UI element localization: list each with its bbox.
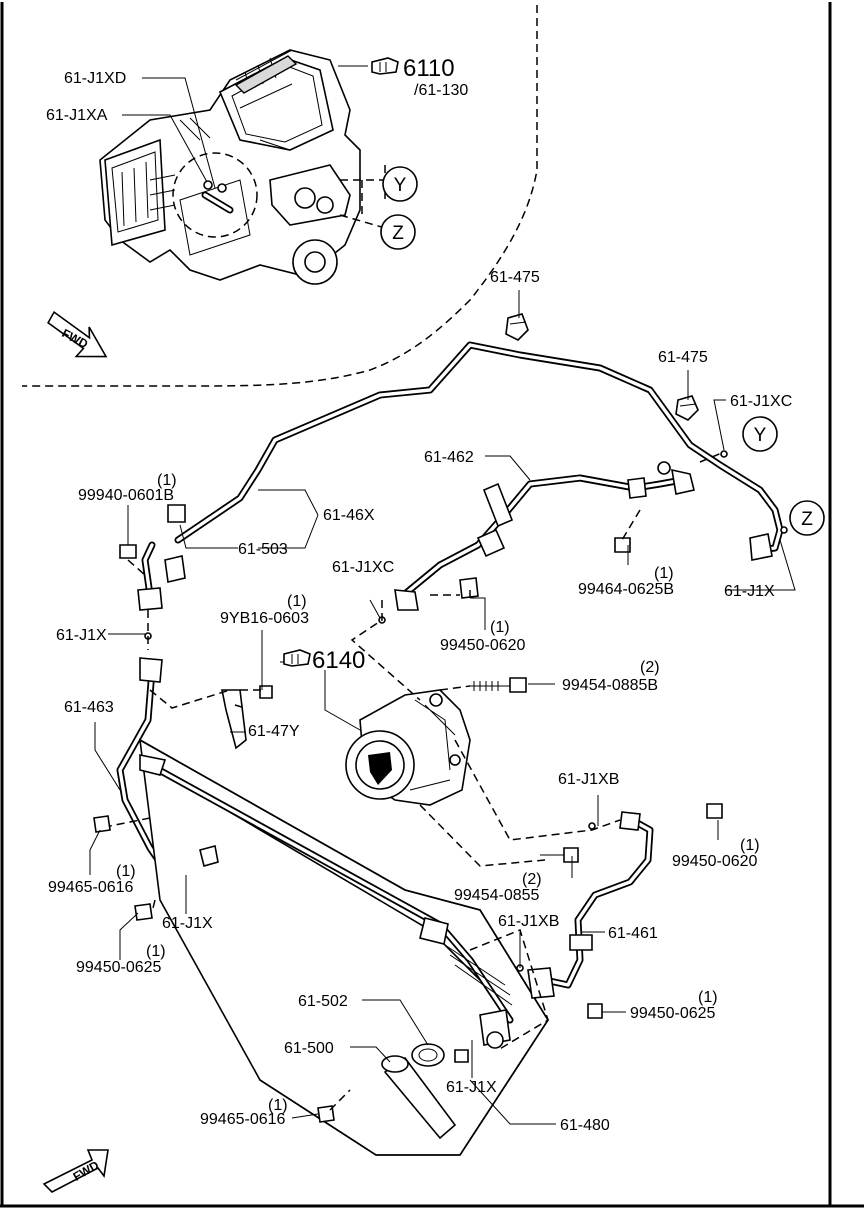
label-99450-d-count: (1) xyxy=(698,989,718,1006)
label-99454-885-count: (2) xyxy=(640,659,660,676)
label-61-475-a: 61-475 xyxy=(490,269,540,286)
clip-61-475-b xyxy=(675,395,699,421)
label-99464-count: (1) xyxy=(654,565,674,582)
dashed-connectors xyxy=(109,165,725,1111)
fwd-arrow-icon: FWD xyxy=(47,310,108,358)
label-61-480: 61-480 xyxy=(560,1117,610,1134)
label-61-502: 61-502 xyxy=(298,993,348,1010)
label-6110: 6110 xyxy=(403,55,455,82)
pipe-61-462 xyxy=(394,461,695,611)
label-61-475-b: 61-475 xyxy=(658,349,708,366)
heater-unit xyxy=(99,49,361,285)
bolts-and-fittings xyxy=(93,450,788,1123)
svg-text:Z: Z xyxy=(392,223,404,244)
inset-boundary xyxy=(22,5,538,387)
label-99454-0855: 99454-0855 xyxy=(454,887,540,904)
label-61-j1x-b: 61-J1X xyxy=(56,627,107,644)
label-61-462: 61-462 xyxy=(424,449,474,466)
svg-text:Y: Y xyxy=(394,175,407,196)
label-99454-855-count: (2) xyxy=(522,871,542,888)
label-99450-0620-b: 99450-0620 xyxy=(672,853,758,870)
label-99940-0601b: 99940-0601B xyxy=(78,487,174,504)
marker-z-top: Z xyxy=(380,214,416,250)
svg-text:Y: Y xyxy=(754,425,767,446)
fwd-arrow-icon: FWD xyxy=(42,1149,109,1193)
label-61-500: 61-500 xyxy=(284,1040,334,1057)
label-61-46x: 61-46X xyxy=(323,507,375,524)
label-99465-b-count: (1) xyxy=(268,1097,288,1114)
label-99450-a-count: (1) xyxy=(490,619,510,636)
clip-61-475-a xyxy=(505,313,529,341)
label-61-130: /61-130 xyxy=(414,82,468,99)
label-99450-0625-c: 99450-0625 xyxy=(76,959,162,976)
hand-pointer-icon xyxy=(283,649,311,667)
label-61-503: 61-503 xyxy=(238,541,288,558)
label-61-j1xb-b: 61-J1XB xyxy=(498,913,559,930)
label-61-j1xc-a: 61-J1XC xyxy=(730,393,792,410)
label-61-j1xc-b: 61-J1XC xyxy=(332,559,394,576)
label-61-j1xd: 61-J1XD xyxy=(64,70,126,87)
label-99940-count: (1) xyxy=(157,472,177,489)
label-99450-0625-d: 99450-0625 xyxy=(630,1005,716,1022)
label-99464-0625b: 99464-0625B xyxy=(578,581,674,598)
label-99465-a-count: (1) xyxy=(116,863,136,880)
label-99454-0885b: 99454-0885B xyxy=(562,677,658,694)
leader-lines xyxy=(89,65,796,1125)
pipe-61-461 xyxy=(527,811,654,999)
label-99450-0620-a: 99450-0620 xyxy=(440,637,526,654)
label-61-47y: 61-47Y xyxy=(248,723,300,740)
label-61-463: 61-463 xyxy=(64,699,114,716)
label-61-j1xb-a: 61-J1XB xyxy=(558,771,619,788)
label-99465-0616-b: 99465-0616 xyxy=(200,1111,286,1128)
label-99450-c-count: (1) xyxy=(146,943,166,960)
pipe-61-46x xyxy=(174,341,784,561)
label-99465-0616-a: 99465-0616 xyxy=(48,879,134,896)
label-61-j1x-d: 61-J1X xyxy=(446,1079,497,1096)
marker-z-right: Z xyxy=(789,500,825,536)
hand-pointer-icon xyxy=(371,57,399,75)
label-61-j1x-c: 61-J1X xyxy=(162,915,213,932)
label-61-j1xa: 61-J1XA xyxy=(46,107,108,124)
label-99450-b-count: (1) xyxy=(740,837,760,854)
label-61-j1x-a: 61-J1X xyxy=(724,583,775,600)
label-6140: 6140 xyxy=(312,647,365,674)
bracket-61-502 xyxy=(411,1043,445,1067)
marker-y-right: Y xyxy=(742,416,778,452)
compressor-6140 xyxy=(345,689,471,806)
label-61-461: 61-461 xyxy=(608,925,658,942)
condenser-61-480 xyxy=(139,738,549,1156)
label-9yb16-count: (1) xyxy=(287,593,307,610)
marker-y-top: Y xyxy=(382,166,418,202)
svg-text:Z: Z xyxy=(801,509,813,530)
label-9yb16-0603: 9YB16-0603 xyxy=(220,610,309,627)
